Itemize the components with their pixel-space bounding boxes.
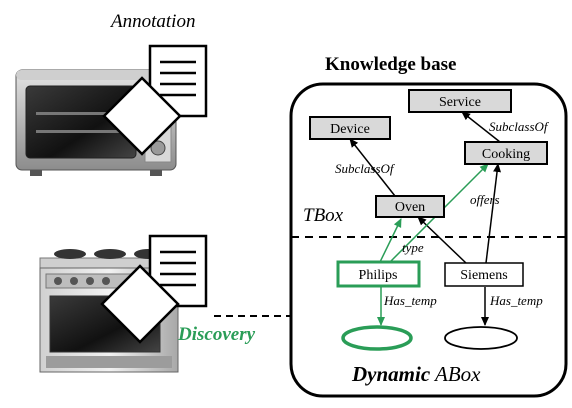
node-label: Philips	[359, 268, 398, 283]
discovery-label: Discovery	[177, 324, 256, 345]
edge-philips-oven-type	[379, 218, 402, 263]
node-label: Siemens	[460, 268, 507, 283]
annotation-label: Annotation	[109, 11, 195, 32]
edge-siemens-cooking	[485, 163, 502, 264]
node-siemens[interactable]: Siemens	[444, 262, 524, 287]
node-label: Device	[330, 122, 370, 137]
edge-label-type: type	[402, 240, 424, 255]
edge-cooking-service	[461, 111, 501, 143]
node-label: Service	[439, 95, 481, 110]
edge-label-has-temp-siemens: Has_temp	[489, 293, 543, 308]
kb-title: Knowledge base	[325, 54, 456, 75]
edge-oven-device	[349, 138, 396, 197]
annotation-document-icon	[100, 234, 208, 344]
node-oven[interactable]: Oven	[375, 195, 445, 218]
edge-label-offers: offers	[470, 192, 500, 207]
node-service[interactable]: Service	[408, 89, 512, 113]
node-philips[interactable]: Philips	[336, 260, 421, 288]
edge-label-has-temp-philips: Has_temp	[383, 293, 437, 308]
node-device[interactable]: Device	[309, 116, 391, 140]
node-label: Oven	[395, 200, 425, 215]
annotation-document-icon	[102, 44, 208, 156]
siemens-temp-value	[444, 326, 518, 350]
tbox-label: TBox	[303, 205, 344, 226]
node-label: Cooking	[482, 147, 530, 162]
philips-temp-value	[341, 325, 413, 351]
edge-label-subclassof-service: SubclassOf	[489, 119, 550, 134]
edge-siemens-oven	[417, 216, 467, 264]
edge-label-subclassof-device: SubclassOf	[335, 161, 396, 176]
abox-label: Dynamic ABox	[351, 362, 481, 386]
node-cooking[interactable]: Cooking	[464, 141, 548, 165]
